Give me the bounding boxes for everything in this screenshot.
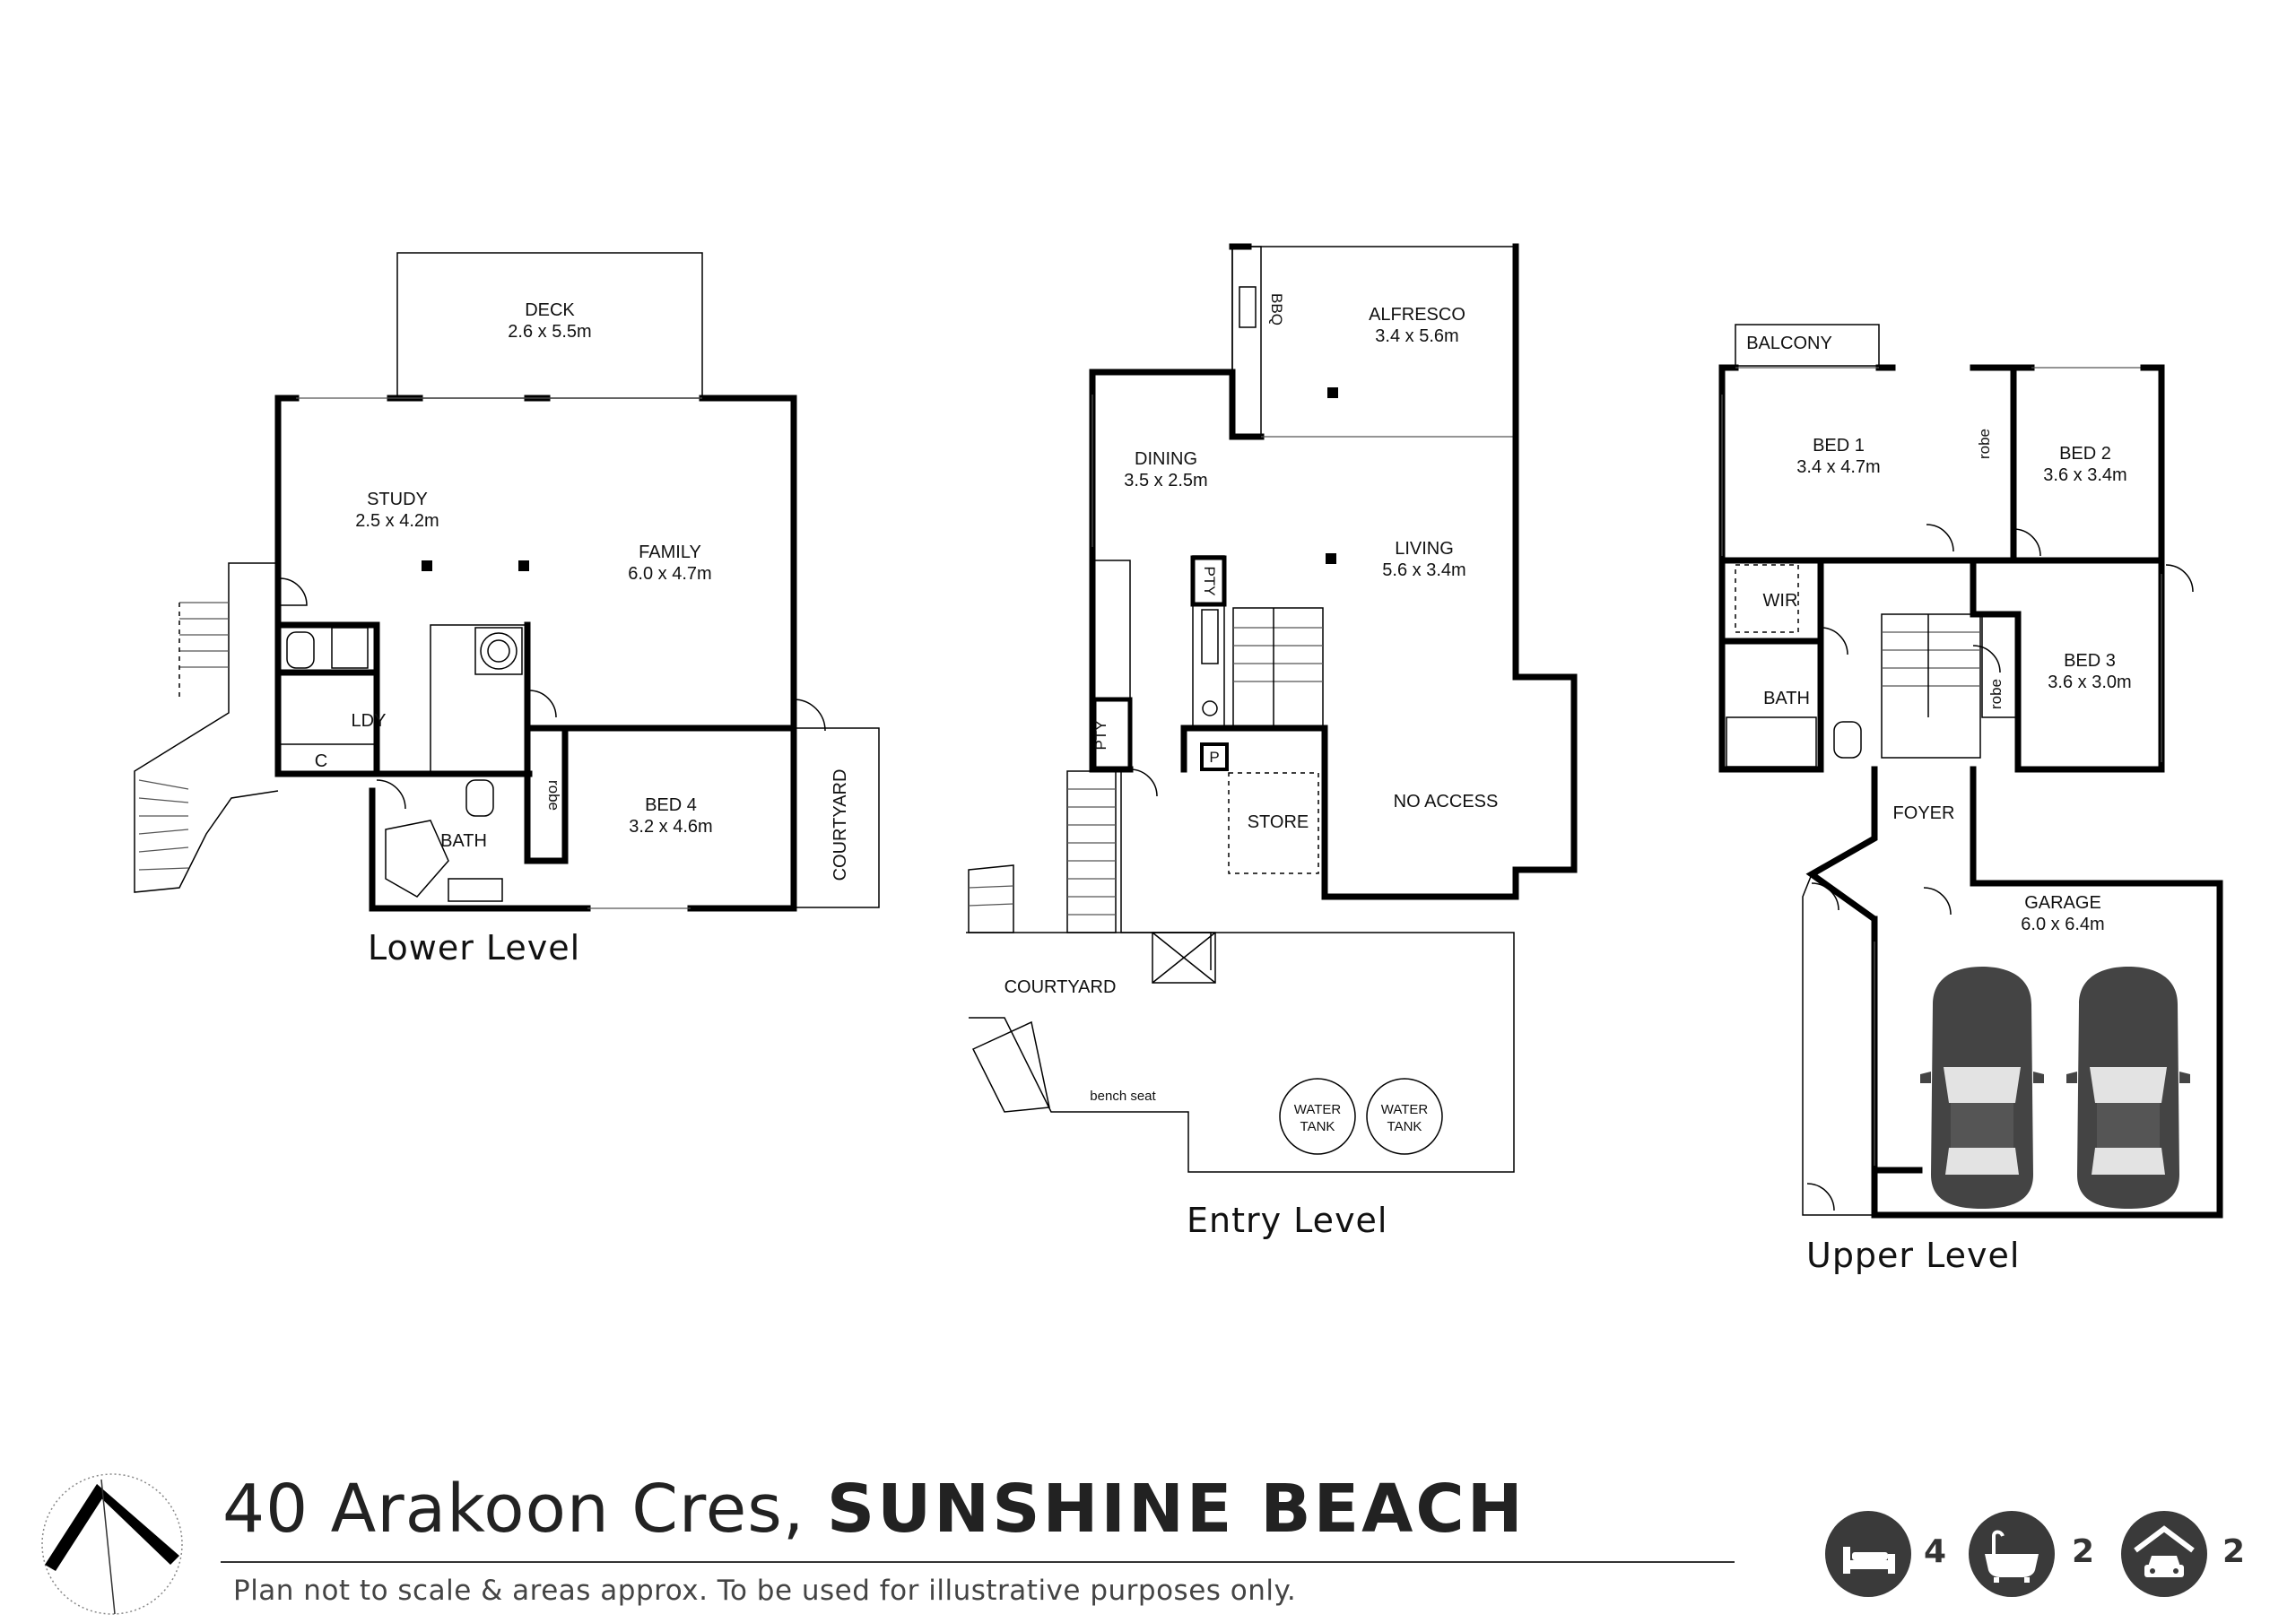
bed1-label: BED 1 [1813,436,1865,456]
suburb-name: SUNSHINE BEACH [826,1471,1526,1548]
upper-robe-1-label: robe [1976,429,1993,459]
bed-icon [1825,1511,1911,1597]
bed3-size: 3.6 x 3.0m [2048,673,2131,692]
living-label: LIVING [1395,539,1454,559]
parking-count: 2 [2222,1533,2246,1570]
bed3-label: BED 3 [2064,651,2116,671]
balcony-label: BALCONY [1746,334,1832,353]
street-address: 40 Arakoon Cres, [222,1471,805,1548]
lower-robe-label: robe [545,780,562,811]
water-tank-2-line1: WATER [1381,1102,1429,1117]
address-title: 40 Arakoon Cres, SUNSHINE BEACH [222,1471,1526,1548]
p-label: P [1209,749,1219,766]
bedroom-count: 4 [1924,1533,1947,1570]
entry-courtyard-label: COURTYARD [1004,977,1117,997]
study-label: STUDY [367,490,428,509]
dining-label: DINING [1135,449,1197,469]
bench-seat-label: bench seat [1090,1089,1156,1104]
disclaimer-text: Plan not to scale & areas approx. To be … [233,1575,1297,1607]
living-size: 5.6 x 3.4m [1382,560,1465,580]
water-tank-1-line1: WATER [1294,1102,1342,1117]
laundry-label: LDY [352,711,387,731]
bathroom-count: 2 [2072,1533,2095,1570]
bed2-label: BED 2 [2059,444,2111,464]
bed2-size: 3.6 x 3.4m [2043,465,2126,485]
deck-label: DECK [525,300,575,320]
garage-car-icon [2121,1511,2207,1597]
pantry-label-lower: PTY [1092,720,1109,750]
water-tank-2-line2: TANK [1387,1119,1422,1134]
bed1-size: 3.4 x 4.7m [1796,457,1880,477]
car-left-icon [1920,967,2044,1209]
dining-size: 3.5 x 2.5m [1124,471,1207,490]
foyer-label: FOYER [1893,803,1955,823]
wir-label: WIR [1763,591,1798,611]
entry-level-title: Entry Level [1187,1201,1388,1240]
bed4-size: 3.2 x 4.6m [629,817,712,837]
car-right-icon [2066,967,2190,1209]
upper-level-title: Upper Level [1806,1236,2020,1275]
study-size: 2.5 x 4.2m [355,511,439,531]
store-label: STORE [1248,812,1309,832]
deck-size: 2.6 x 5.5m [508,322,591,342]
footer-divider [221,1561,1735,1563]
pantry-label-upper: PTY [1201,566,1218,595]
garage-label: GARAGE [2024,893,2101,913]
cupboard-label: C [315,751,327,771]
entry-level-plan: ALFRESCO 3.4 x 5.6m BBQ DINING 3.5 x 2.5… [966,243,1578,1240]
north-arrow-icon [41,1473,183,1615]
lower-level-plan: DECK 2.6 x 5.5m STUDY 2.5 x 4.2m FAMILY … [134,252,880,968]
bathtub-icon [1969,1511,2055,1597]
lower-courtyard-label: COURTYARD [831,769,850,881]
bbq-label: BBQ [1268,293,1285,325]
lower-courtyard-outline [793,727,880,908]
garage-size: 6.0 x 6.4m [2021,915,2104,934]
bed4-label: BED 4 [645,795,697,815]
family-label: FAMILY [639,542,701,562]
water-tank-1-line2: TANK [1300,1119,1335,1134]
upper-level-plan: BALCONY BED 1 3.4 x 4.7m BED 2 3.6 x 3.4… [1718,324,2223,1275]
upper-robe-2-label: robe [1987,679,2005,709]
upper-bath-label: BATH [1763,689,1810,708]
alfresco-label: ALFRESCO [1369,305,1465,325]
no-access-label: NO ACCESS [1394,792,1499,812]
family-size: 6.0 x 4.7m [628,564,711,584]
lower-level-title: Lower Level [368,928,580,968]
alfresco-size: 3.4 x 5.6m [1375,326,1458,346]
lower-bath-label: BATH [440,831,487,851]
